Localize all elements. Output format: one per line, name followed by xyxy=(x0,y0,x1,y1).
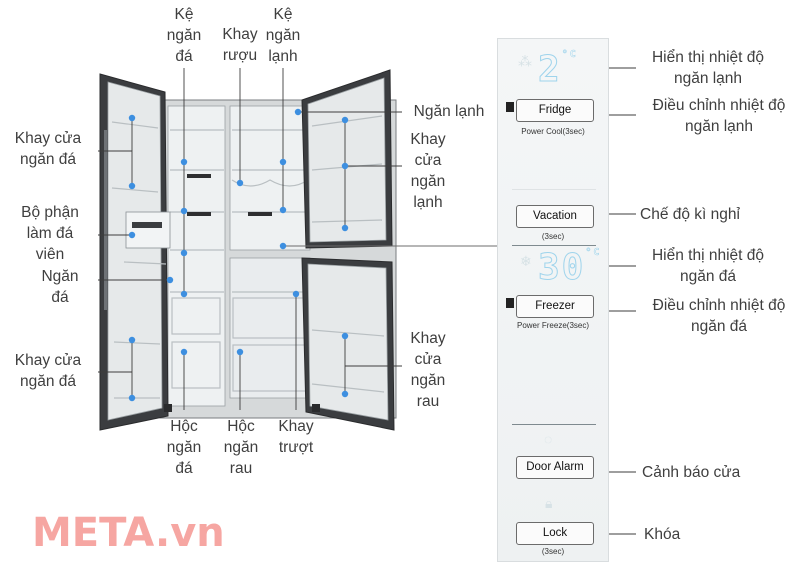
vacation-sub-label: (3sec) xyxy=(541,232,565,241)
door-alarm-button[interactable]: Door Alarm xyxy=(516,456,594,479)
fridge-temp-unit: °C xyxy=(561,49,578,61)
freezer-interior xyxy=(167,105,226,407)
control-panel: ⁂ 2°C Fridge Power Cool(3sec) Vacation (… xyxy=(497,38,609,562)
label-khoa: Khóa xyxy=(644,526,681,543)
freezer-button[interactable]: Freezer xyxy=(516,295,594,318)
freezer-door-inner xyxy=(107,81,163,421)
freezer-temp-value: 30 xyxy=(537,247,586,289)
label-ngan-lanh: Ngăn lạnh xyxy=(413,103,485,120)
vacation-button[interactable]: Vacation xyxy=(516,205,594,228)
label-che-do-ki-nghi: Chế độ kì nghỉ xyxy=(640,206,740,223)
fridge-temp-value: 2 xyxy=(538,49,562,91)
vegetable-interior xyxy=(229,257,311,399)
label-khay-truot: Khay trượt xyxy=(278,418,314,456)
brand-logo: META.vn xyxy=(32,510,225,556)
label-canh-bao-cua: Cảnh báo cửa xyxy=(642,464,741,481)
label-khay-cua-ngan-lanh: Khay cửa ngăn lạnh xyxy=(410,131,446,211)
fridge-button[interactable]: Fridge xyxy=(516,99,594,122)
fridge-temp-display: 2°C xyxy=(538,49,578,91)
label-hoc-ngan-da: Hộc ngăn đá xyxy=(166,418,202,477)
freezer-temp-display: 30°C xyxy=(537,247,602,289)
label-khay-cua-ngan-rau: Khay cửa ngăn rau xyxy=(410,330,446,410)
label-hien-thi-ngan-da: Hiển thị nhiệt độ ngăn đá xyxy=(651,247,765,285)
alarm-faint-icon: ◌ xyxy=(544,431,553,447)
label-dieu-chinh-ngan-da: Điều chỉnh nhiệt độ ngăn đá xyxy=(652,297,786,335)
freezer-icon xyxy=(506,298,514,308)
fridge-sub-label: Power Cool(3sec) xyxy=(521,127,585,136)
fridge-icon xyxy=(506,102,514,112)
freezer-temp-unit: °C xyxy=(585,247,602,259)
fridge-faint-icon: ⁂ xyxy=(518,53,532,69)
freezer-bin-2 xyxy=(171,341,221,389)
vegetable-door-inner xyxy=(307,263,389,421)
label-khay-cua-ngan-da-top: Khay cửa ngăn đá xyxy=(14,130,82,168)
lock-button[interactable]: Lock xyxy=(516,522,594,545)
label-ngan-da: Ngăn đá xyxy=(41,268,79,306)
label-bo-phan-lam-da: Bộ phận làm đá viên xyxy=(21,204,79,263)
freezer-faint-icon: ❄ xyxy=(520,253,532,269)
separator-1 xyxy=(512,189,596,190)
fridge-door-inner xyxy=(307,77,387,243)
separator-3 xyxy=(512,424,596,425)
label-khay-cua-ngan-da-bottom: Khay cửa ngăn đá xyxy=(14,352,82,390)
freezer-sub-label: Power Freeze(3sec) xyxy=(516,321,590,330)
wine-rack xyxy=(231,179,309,187)
label-dieu-chinh-ngan-lanh: Điều chỉnh nhiệt độ ngăn lạnh xyxy=(652,97,786,135)
lock-sub-label: (3sec) xyxy=(541,547,565,556)
ice-maker xyxy=(125,211,171,249)
label-hien-thi-ngan-lanh: Hiển thị nhiệt độ ngăn lạnh xyxy=(651,49,765,87)
label-hoc-ngan-rau: Hộc ngăn rau xyxy=(223,418,259,477)
fridge-interior xyxy=(229,105,311,251)
separator-2 xyxy=(512,245,596,246)
freezer-bin-1 xyxy=(171,297,221,335)
label-ke-ngan-lanh: Kệ ngăn lạnh xyxy=(265,6,301,65)
lock-faint-icon: 🔒︎ xyxy=(545,495,553,511)
label-ke-ngan-da: Kệ ngăn đá xyxy=(166,6,202,65)
label-khay-ruou: Khay rượu xyxy=(222,26,258,64)
